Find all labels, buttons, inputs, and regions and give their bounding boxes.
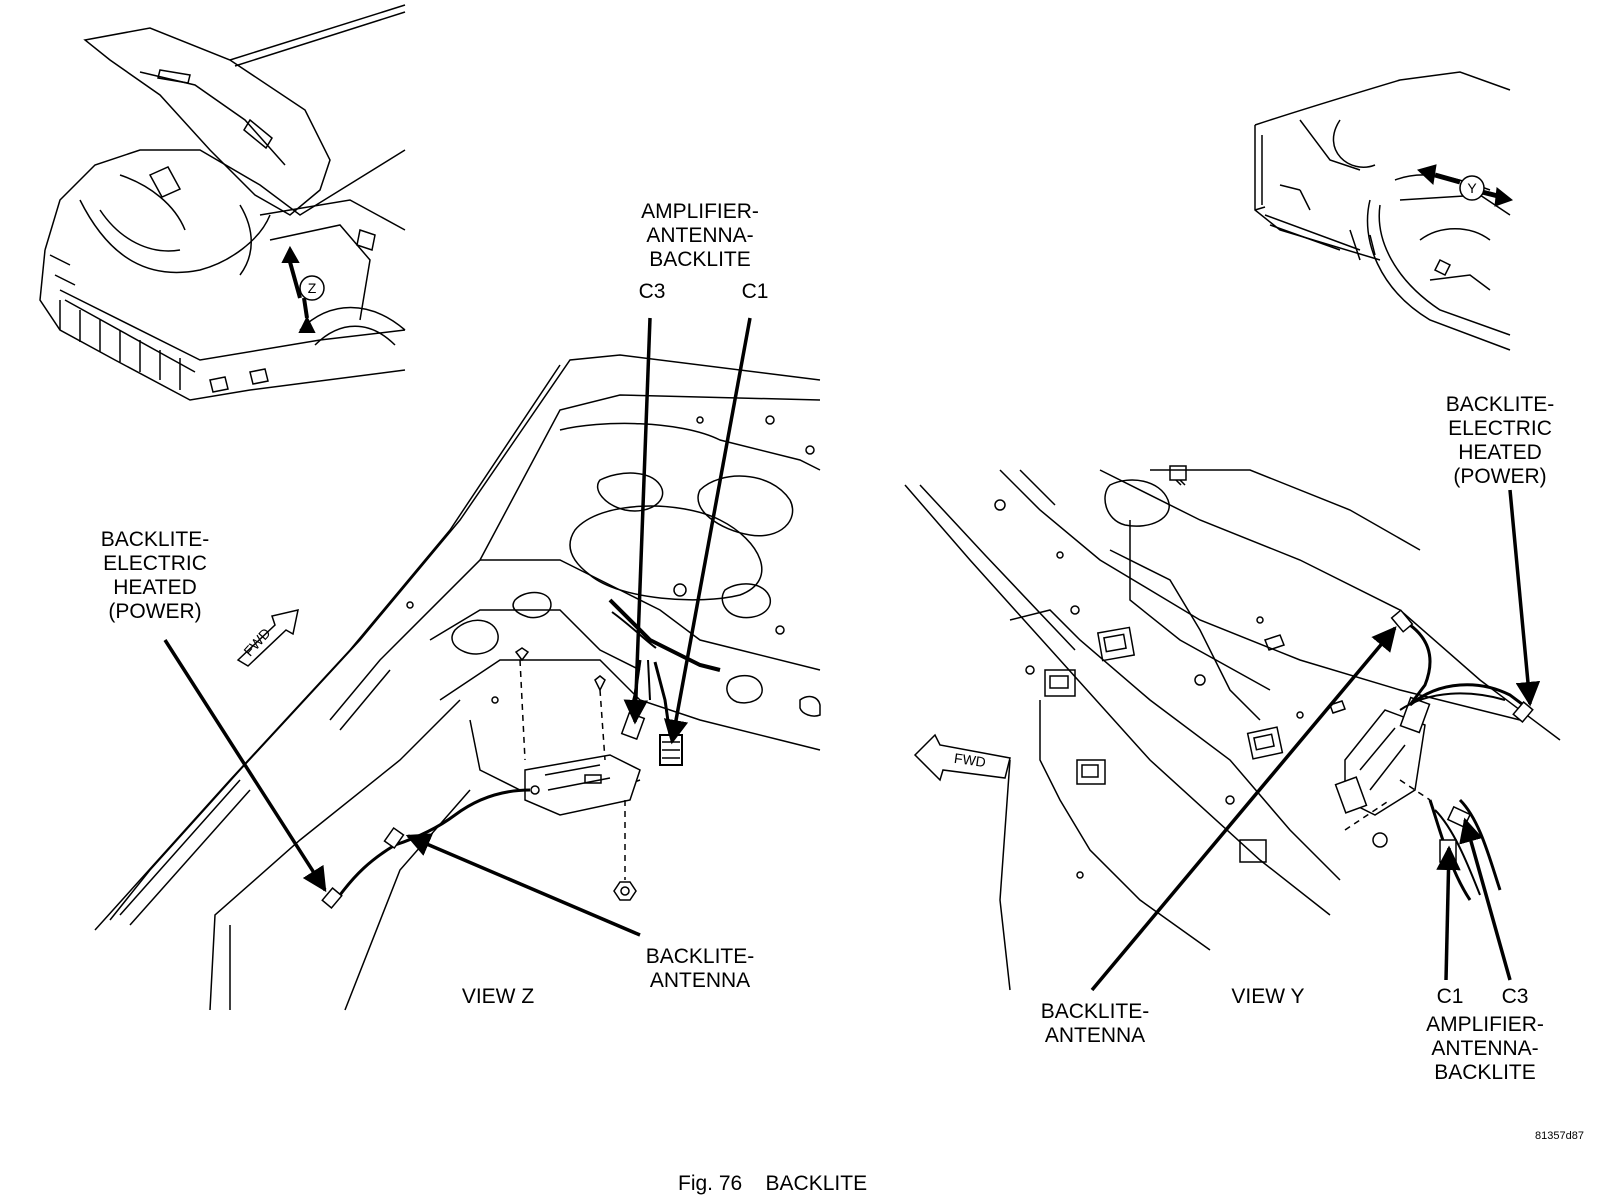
inset-rear-quarter-view xyxy=(1254,71,1511,351)
view-z-antenna-label: BACKLITE- ANTENNA xyxy=(645,945,755,992)
fwd-arrow-z xyxy=(236,609,299,667)
figure-caption: Fig. 76 BACKLITE xyxy=(678,1172,868,1195)
view-y-c3-label: C3 xyxy=(1501,985,1529,1008)
view-z-drawing xyxy=(94,354,821,1011)
view-z-leaders xyxy=(163,317,752,937)
view-z-power-label: BACKLITE- ELECTRIC HEATED (POWER) xyxy=(100,528,210,623)
inset-trunk-view xyxy=(39,4,406,401)
view-z-c1-label: C1 xyxy=(741,280,769,303)
callout-circle-y xyxy=(1459,175,1485,201)
view-z-title: VIEW Z xyxy=(461,985,535,1008)
view-y-antenna-label: BACKLITE- ANTENNA xyxy=(1040,1000,1150,1047)
view-y-c1-label: C1 xyxy=(1436,985,1464,1008)
view-z-c3-label: C3 xyxy=(638,280,666,303)
inset-y-callout-letter: Y xyxy=(1467,180,1477,196)
inset-z-arrow xyxy=(281,245,316,333)
callout-circle-z xyxy=(299,275,325,301)
inset-z-callout-letter: Z xyxy=(307,280,317,296)
view-y-title: VIEW Y xyxy=(1231,985,1305,1008)
view-z-amplifier-label: AMPLIFIER- ANTENNA- BACKLITE xyxy=(641,200,759,271)
fwd-arrow-y xyxy=(913,733,1011,782)
view-y-power-label: BACKLITE- ELECTRIC HEATED (POWER) xyxy=(1445,393,1555,488)
figure-code: 81357d87 xyxy=(1535,1130,1584,1142)
view-y-amplifier-label: AMPLIFIER- ANTENNA- BACKLITE xyxy=(1426,1013,1544,1084)
inset-y-arrows xyxy=(1417,164,1514,207)
view-y-drawing xyxy=(904,465,1561,991)
view-y-leaders xyxy=(1090,489,1541,992)
